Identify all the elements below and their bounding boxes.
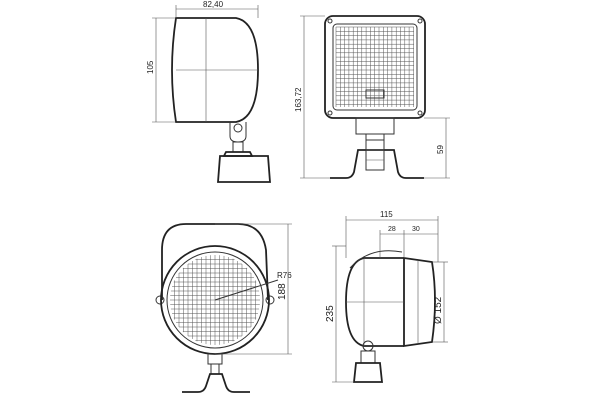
square-lens-grid [335,26,414,107]
side-view-round-lamp: 115 28 30 235 Ø 152 [325,210,448,383]
dim-front-bracket: 59 [436,145,445,154]
front-view-square-lamp: 163,72 59 [294,15,450,179]
dim-side-28: 28 [388,226,396,233]
dim-side-depth: 115 [380,210,393,219]
dim-side-diameter: Ø 152 [433,296,444,324]
dim-side-30: 30 [412,226,420,233]
dim-side-total-height: 235 [325,305,336,322]
dim-side-width: 82,40 [203,0,224,9]
dim-round-radius: R76 [277,271,292,280]
side-view-square-lamp: 82,40 105 [146,0,271,183]
dim-round-height: 188 [277,283,288,300]
dim-front-height: 163,72 [294,87,303,112]
dim-side-height: 105 [146,60,155,74]
front-view-round-lamp: R76 188 [155,223,292,393]
